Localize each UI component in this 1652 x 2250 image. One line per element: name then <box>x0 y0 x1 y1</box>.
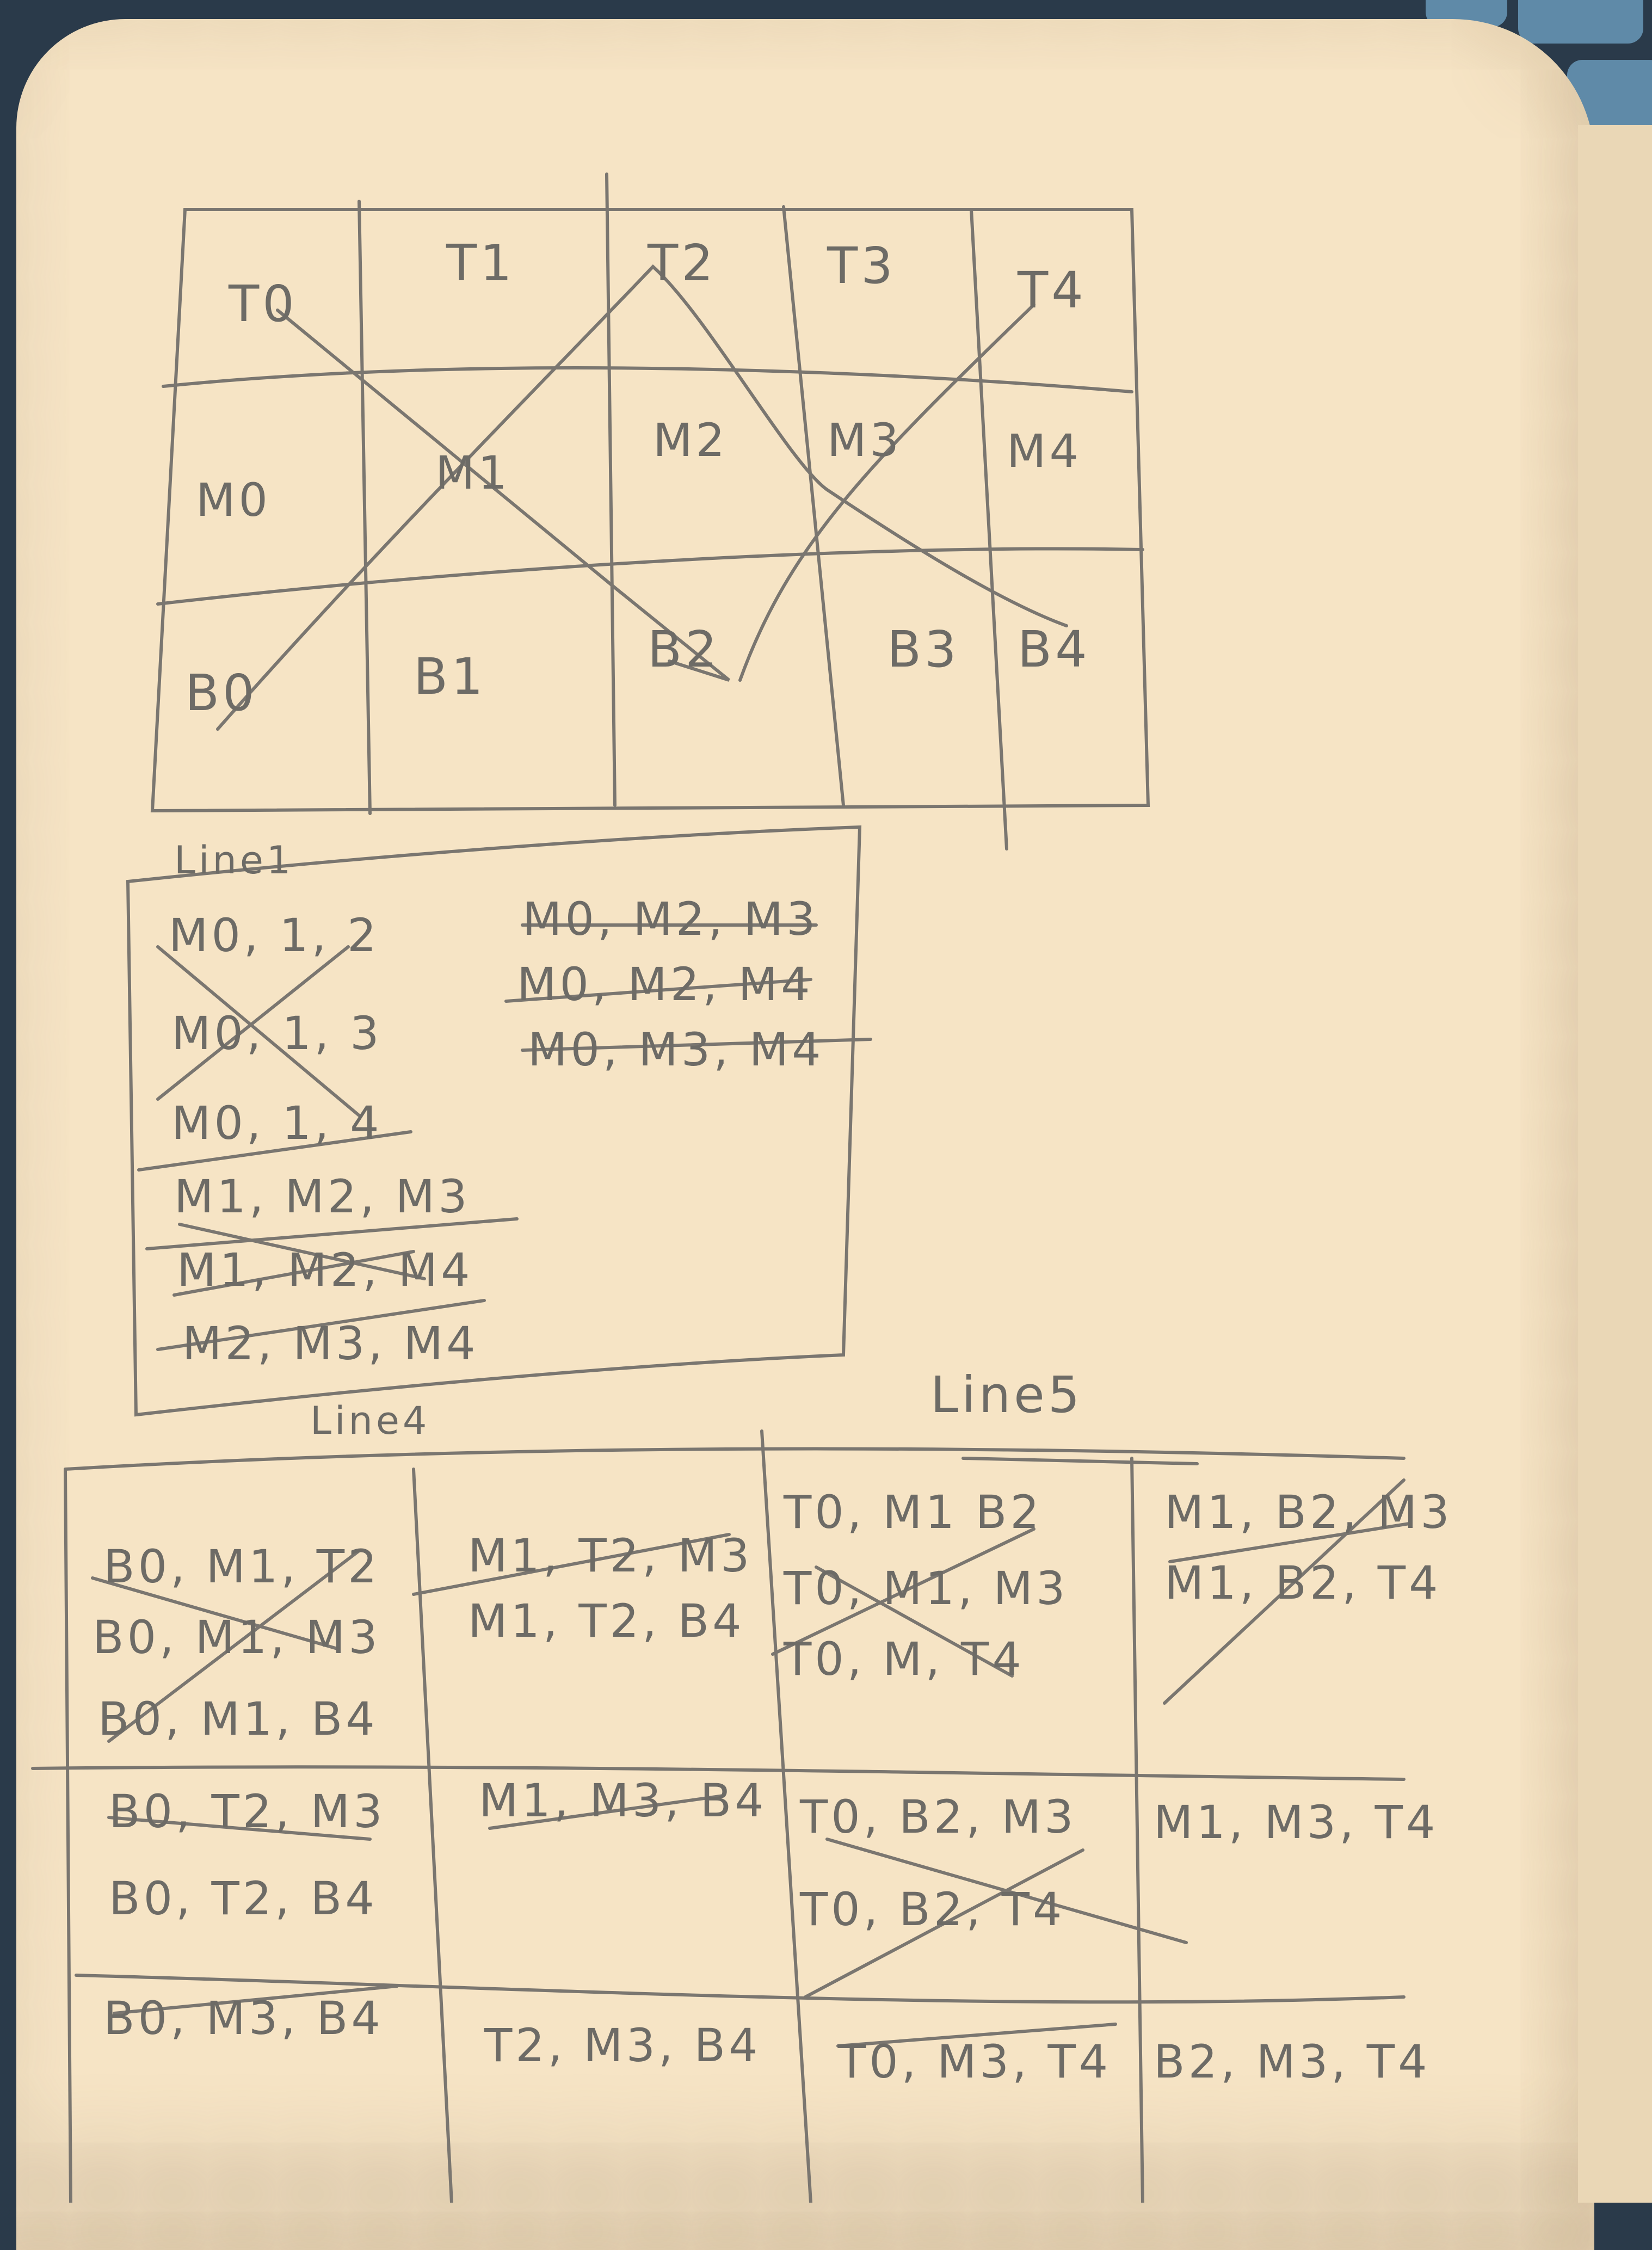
strike <box>1168 1522 1411 1563</box>
line4-combo: M1, M3, B4 <box>479 1774 767 1827</box>
line1-label: Line1 <box>174 838 294 883</box>
line5-combo: M1, B2, T4 <box>1164 1556 1441 1610</box>
grid-label-m3: M3 <box>827 414 902 467</box>
grid-label-t0: T0 <box>229 275 298 333</box>
bottom-grid-col <box>1130 1457 1144 2203</box>
line5-combo: T0, M, T4 <box>784 1632 1025 1686</box>
strike <box>836 2023 1117 2048</box>
strike <box>504 978 812 1003</box>
bottom-grid-col <box>412 1468 453 2203</box>
strike <box>91 1576 339 1650</box>
line5-underline <box>961 1457 1199 1465</box>
grid-label-m4: M4 <box>1007 424 1082 478</box>
line5-combo: M1, B2, M3 <box>1164 1485 1453 1539</box>
grid-label-b1: B1 <box>414 648 486 706</box>
line4-combo: B0, M1, T2 <box>103 1540 380 1593</box>
line5-combo: T0, M1 B2 <box>784 1485 1043 1539</box>
grid-col-line <box>970 208 1008 850</box>
strike <box>107 1816 372 1841</box>
line1-combo: M0, M3, M4 <box>528 1023 824 1076</box>
strike <box>412 1533 731 1596</box>
bottom-grid-row <box>75 1974 1406 2004</box>
grid-label-m2: M2 <box>653 414 728 467</box>
line4-combo: B0, M1, M3 <box>93 1611 381 1664</box>
line1-combo: M1, M2, M3 <box>174 1170 471 1223</box>
line5-combo: T0, M3, T4 <box>838 2035 1112 2088</box>
line1-combo: M0, 1, 2 <box>169 909 380 962</box>
strike <box>488 1794 725 1830</box>
grid-label-t4: T4 <box>1018 261 1087 319</box>
line5-combo: T0, B2, M3 <box>800 1790 1077 1844</box>
grid-label-t3: T3 <box>827 237 896 295</box>
line4-combo: B0, T2, B4 <box>109 1872 378 1925</box>
line5-label: Line5 <box>930 1366 1083 1424</box>
strike <box>771 1527 1035 1656</box>
keyboard-key <box>1518 0 1643 44</box>
divider <box>137 1130 412 1172</box>
line4-combo: B0, T2, M3 <box>109 1785 386 1838</box>
grid-col-line <box>605 172 617 807</box>
strike <box>156 945 361 1117</box>
line1-box <box>126 825 862 1417</box>
line1-combo: M0, M2, M4 <box>517 958 813 1011</box>
strike <box>113 1984 399 2015</box>
line1-combo: M0, 1, 4 <box>171 1096 383 1150</box>
line1-combo: M0, M2, M3 <box>522 892 819 946</box>
pencil-sketch <box>31 172 1411 2203</box>
line5-combo: M1, M3, T4 <box>1154 1796 1439 1849</box>
line-path <box>216 264 1068 731</box>
grid-row-line <box>156 547 1144 606</box>
notebook-page <box>16 19 1594 2250</box>
bottom-grid-row <box>31 1765 1406 1781</box>
strike <box>107 1549 361 1743</box>
bottom-grid-col <box>64 1468 72 2203</box>
line1-combo: M2, M3, M4 <box>182 1317 479 1370</box>
grid-label-t1: T1 <box>446 234 515 292</box>
strike <box>172 1250 415 1297</box>
grid-col-line <box>357 200 372 815</box>
line4-combo: B0, M3, B4 <box>103 1992 384 2045</box>
line4-combo: M1, T2, M3 <box>468 1529 753 1582</box>
divider <box>156 1299 486 1351</box>
divider <box>145 1217 519 1250</box>
line5-combo: T0, B2, T4 <box>800 1883 1065 1936</box>
strike <box>156 945 350 1101</box>
line1-combo: M0, 1, 3 <box>171 1007 383 1060</box>
bottom-grid-top <box>64 1447 1406 1471</box>
line1-combo: M1, M2, M4 <box>177 1243 473 1297</box>
strike <box>1163 1478 1406 1705</box>
line-path <box>276 309 730 682</box>
strike <box>815 1565 1014 1678</box>
line4-combo: B0, M1, B4 <box>98 1692 378 1746</box>
line5-combo: T0, M1, M3 <box>784 1562 1069 1615</box>
grid-row-line <box>162 366 1133 393</box>
grid-border <box>150 208 1150 813</box>
grid-label-m0: M0 <box>196 473 271 527</box>
strike <box>804 1848 1084 1999</box>
strike <box>178 1223 426 1280</box>
notebook-next-page <box>1578 125 1652 2203</box>
line4-combo: M1, T2, B4 <box>468 1594 745 1648</box>
strike <box>521 1038 872 1052</box>
grid-label-b4: B4 <box>1018 620 1090 679</box>
line4-label: Line4 <box>310 1398 430 1443</box>
line-path <box>738 303 1035 682</box>
grid-col-line <box>782 205 845 807</box>
grid-label-b0: B0 <box>185 664 258 722</box>
line4-combo: T2, M3, B4 <box>484 2019 761 2072</box>
grid-label-m1: M1 <box>435 446 510 500</box>
bottom-grid-col <box>760 1429 812 2203</box>
grid-label-t2: T2 <box>648 234 717 292</box>
grid-label-b2: B2 <box>648 620 720 679</box>
grid-label-b3: B3 <box>887 620 960 679</box>
line5-combo: B2, M3, T4 <box>1154 2035 1431 2088</box>
